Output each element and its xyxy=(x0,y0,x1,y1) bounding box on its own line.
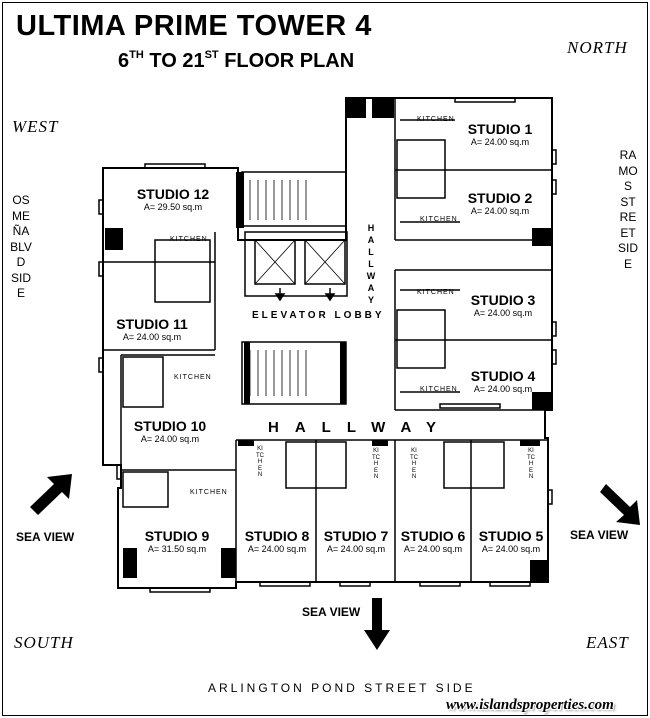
unit-studio-4: STUDIO 4 A= 24.00 sq.m xyxy=(458,368,548,394)
kitchen-label: KITCHEN xyxy=(417,289,455,296)
unit-name: STUDIO 12 xyxy=(136,186,210,202)
kitchen-label-vertical: KITCHEN xyxy=(256,446,264,478)
arrow-southwest xyxy=(30,474,72,515)
right-side-street-label: RAMOS STREET SIDE xyxy=(617,148,639,272)
unit-name: STUDIO 4 xyxy=(470,368,536,384)
bottom-street-label: ARLINGTON POND STREET SIDE xyxy=(208,681,476,695)
unit-studio-10: STUDIO 10 A= 24.00 sq.m xyxy=(122,418,218,444)
side-label-text: RAMOS STREET SIDE xyxy=(617,148,638,271)
unit-name: STUDIO 1 xyxy=(467,121,533,137)
kitchen-label-vertical: KITCHEN xyxy=(527,448,535,480)
unit-name: STUDIO 7 xyxy=(323,528,389,544)
kitchen-label: KITCHEN xyxy=(190,489,228,496)
arrow-southeast xyxy=(600,484,640,525)
unit-studio-12: STUDIO 12 A= 29.50 sq.m xyxy=(125,186,221,212)
unit-area: A= 24.00 sq.m xyxy=(403,544,463,554)
website-url: www.islandsproperties.com xyxy=(446,697,614,713)
kitchen-label: KITCHEN xyxy=(417,116,455,123)
sea-view-bottom-label: SEA VIEW xyxy=(302,605,361,619)
kitchen-label: KITCHEN xyxy=(170,236,208,243)
compass-north-label: NORTH xyxy=(567,38,628,57)
page-title: ULTIMA PRIME TOWER 4 xyxy=(16,10,372,42)
unit-name: STUDIO 9 xyxy=(144,528,210,544)
unit-studio-2: STUDIO 2 A= 24.00 sq.m xyxy=(455,190,545,216)
unit-studio-8: STUDIO 8 A= 24.00 sq.m xyxy=(238,528,316,554)
sea-view-left-label: SEA VIEW xyxy=(16,530,75,544)
unit-name: STUDIO 2 xyxy=(467,190,533,206)
hallway-label-vertical: HALLWAY xyxy=(366,223,376,305)
unit-area: A= 24.00 sq.m xyxy=(481,544,541,554)
sea-view-right-label: SEA VIEW xyxy=(570,528,629,542)
kitchen-label: KITCHEN xyxy=(420,386,458,393)
unit-area: A= 24.00 sq.m xyxy=(326,544,386,554)
unit-area: A= 29.50 sq.m xyxy=(143,202,203,212)
unit-studio-9: STUDIO 9 A= 31.50 sq.m xyxy=(132,528,222,554)
compass-west-label: WEST xyxy=(12,117,59,136)
hallway-label-horizontal: HALLWAY xyxy=(268,419,452,436)
unit-area: A= 24.00 sq.m xyxy=(140,434,200,444)
unit-studio-6: STUDIO 6 A= 24.00 sq.m xyxy=(395,528,471,554)
unit-name: STUDIO 3 xyxy=(470,292,536,308)
kitchen-label: KITCHEN xyxy=(420,216,458,223)
unit-studio-7: STUDIO 7 A= 24.00 sq.m xyxy=(317,528,395,554)
kitchen-label-vertical: KITCHEN xyxy=(410,448,418,480)
unit-area: A= 24.00 sq.m xyxy=(473,384,533,394)
left-side-street-label: OSMEÑA BLVD SIDE xyxy=(10,193,32,302)
elevator-lobby-label: ELEVATOR LOBBY xyxy=(252,310,385,321)
unit-area: A= 24.00 sq.m xyxy=(122,332,182,342)
unit-name: STUDIO 11 xyxy=(116,316,188,332)
compass-south-label: SOUTH xyxy=(14,633,74,652)
kitchen-label: KITCHEN xyxy=(174,374,212,381)
arrow-south xyxy=(364,598,390,650)
unit-area: A= 24.00 sq.m xyxy=(473,308,533,318)
unit-studio-5: STUDIO 5 A= 24.00 sq.m xyxy=(472,528,550,554)
unit-name: STUDIO 6 xyxy=(400,528,466,544)
unit-area: A= 24.00 sq.m xyxy=(247,544,307,554)
unit-area: A= 31.50 sq.m xyxy=(147,544,207,554)
unit-name: STUDIO 8 xyxy=(244,528,310,544)
unit-studio-3: STUDIO 3 A= 24.00 sq.m xyxy=(458,292,548,318)
unit-studio-1: STUDIO 1 A= 24.00 sq.m xyxy=(455,121,545,147)
unit-area: A= 24.00 sq.m xyxy=(470,137,530,147)
unit-area: A= 24.00 sq.m xyxy=(470,206,530,216)
unit-studio-11: STUDIO 11 A= 24.00 sq.m xyxy=(104,316,200,342)
kitchen-label-vertical: KITCHEN xyxy=(372,448,380,480)
side-label-text: OSMEÑA BLVD SIDE xyxy=(10,193,32,300)
page-subtitle: 6TH TO 21ST FLOOR PLAN xyxy=(118,49,355,72)
compass-east-label: EAST xyxy=(586,633,629,652)
unit-name: STUDIO 10 xyxy=(133,418,207,434)
unit-name: STUDIO 5 xyxy=(478,528,544,544)
